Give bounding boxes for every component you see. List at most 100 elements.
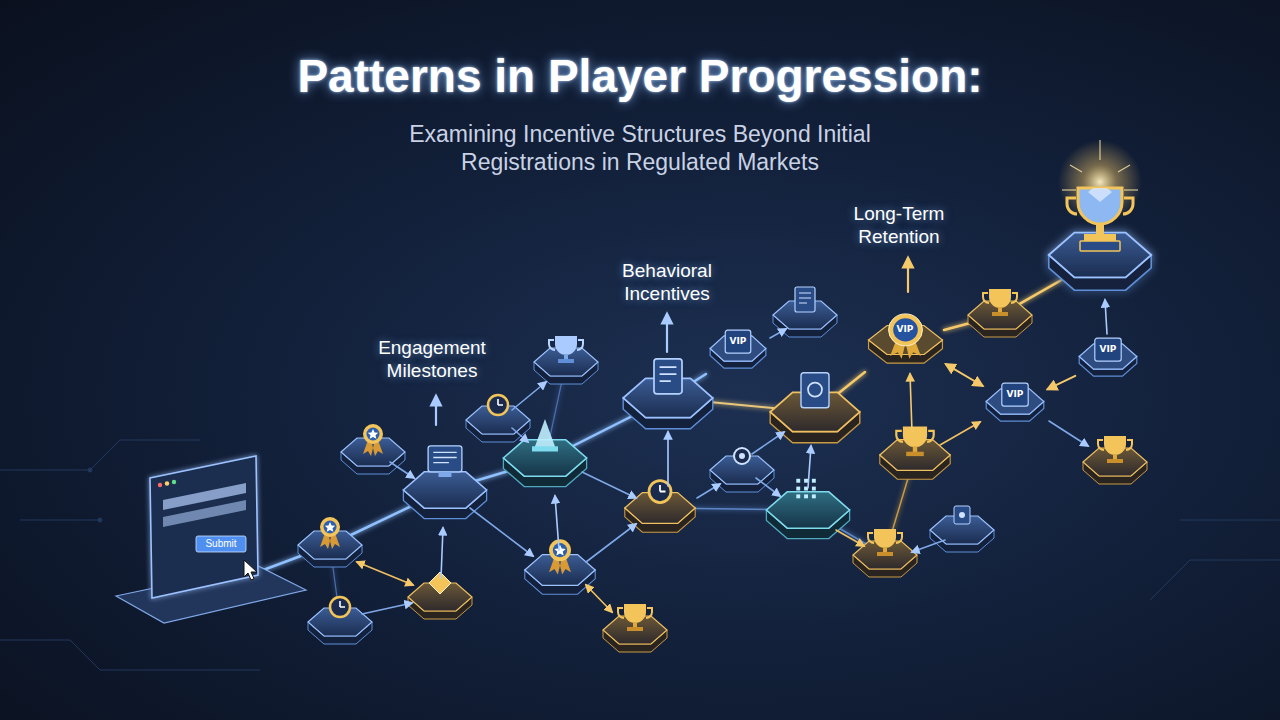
vip-card-tile: VIP [985, 382, 1045, 428]
goal-trophy [1062, 189, 1076, 190]
stage-label: Engagement Milestones [352, 336, 512, 382]
connector-arrow [946, 364, 982, 385]
vip-medal-tile: VIP [867, 311, 944, 369]
progression-tile [535, 419, 556, 448]
laptop-icon [196, 536, 246, 552]
goal-trophy [1070, 165, 1082, 172]
goal-trophy [1088, 188, 1112, 202]
progression-tile [896, 426, 933, 456]
vip-medal-tile [888, 314, 922, 346]
circuit-decoration [0, 440, 1280, 670]
progression-tile [804, 494, 808, 498]
direction-arrow [667, 432, 669, 486]
circuit-decoration [20, 520, 100, 521]
vip-card-tile [1078, 337, 1138, 383]
direction-arrow [1049, 421, 1088, 446]
tile-text: VIP [730, 336, 747, 347]
goal-trophy [1067, 188, 1133, 251]
direction-arrow [808, 446, 811, 488]
direction-arrow [362, 603, 412, 614]
progression-tile [880, 426, 950, 479]
progression-tile [654, 359, 682, 394]
laptop-icon [158, 483, 162, 487]
progression-tile [808, 383, 822, 397]
progression-tile [812, 479, 816, 483]
laptop-icon [165, 481, 169, 485]
direction-arrow [357, 562, 413, 585]
progression-tile [439, 472, 452, 477]
direction-arrow [586, 585, 612, 612]
progression-tile [363, 424, 383, 456]
direction-arrow [770, 329, 786, 338]
progression-tile [532, 446, 558, 451]
goal-trophy [1058, 140, 1142, 224]
vip-card-tile [985, 382, 1045, 428]
progression-tile [428, 446, 462, 472]
diagram-title: Patterns in Player Progression: [0, 48, 1280, 104]
progression-tile [796, 479, 816, 499]
circuit-decoration [98, 518, 102, 522]
direction-arrow [555, 496, 559, 550]
progression-tile [330, 597, 350, 617]
progression-tile [959, 512, 965, 518]
progression-tile [503, 419, 586, 487]
progression-tile [618, 604, 652, 631]
progression-tile [734, 448, 750, 464]
cursor-icon [244, 560, 257, 580]
progression-tile [801, 373, 829, 408]
circuit-decoration [1150, 560, 1280, 600]
direction-arrow [697, 484, 720, 498]
vip-card-tile [1095, 338, 1121, 361]
connector-arrow [1048, 376, 1076, 389]
tile-text: VIP [1100, 344, 1117, 355]
flow-line [258, 258, 1100, 620]
laptop-icon [163, 500, 246, 527]
direction-arrow [940, 422, 980, 445]
progression-tile [549, 336, 583, 363]
progression-tile [298, 287, 1147, 652]
goal-trophy [1124, 189, 1138, 190]
progression-tile [503, 440, 586, 487]
circuit-decoration [0, 440, 200, 470]
progression-tile [623, 359, 713, 429]
progression-tile [488, 395, 508, 415]
circuit-decoration [0, 640, 260, 670]
progression-tile [954, 506, 970, 524]
direction-arrow [1105, 300, 1107, 334]
stage-label: Behavioral Incentives [592, 259, 742, 305]
direction-arrow [912, 540, 945, 552]
vip-medal-tile [867, 311, 944, 369]
progression-tile [766, 492, 849, 539]
button-label: Submit [196, 536, 246, 552]
vip-card-tile [725, 330, 751, 353]
direction-arrow [666, 314, 668, 352]
vip-card-tile: VIP [1078, 337, 1138, 383]
tile-text: VIP [1007, 389, 1024, 400]
direction-arrow [836, 530, 864, 546]
progression-tile [795, 287, 815, 312]
laptop-icon [150, 456, 258, 598]
stage-label: Long-Term Retention [819, 202, 979, 248]
circuit-decoration [88, 468, 92, 472]
circuit-decoration [1180, 520, 1280, 521]
direction-arrow [756, 478, 780, 496]
goal-trophy [1118, 165, 1130, 172]
subtitle: Examining Incentive Structures Beyond In… [340, 120, 940, 176]
progression-tile [320, 517, 340, 549]
direction-arrow [470, 508, 533, 556]
goal-trophy [1062, 140, 1138, 190]
progression-tile [812, 487, 816, 491]
progression-tile [796, 487, 800, 491]
vip-card-tile [1002, 383, 1028, 406]
progression-tile [812, 494, 816, 498]
progression-tile [796, 494, 800, 498]
connector-arrow [946, 364, 982, 385]
direction-arrow [512, 428, 528, 442]
direction-arrow [357, 258, 1107, 614]
goal-trophy [1049, 233, 1151, 291]
direction-arrow [910, 374, 912, 432]
vip-medal-tile [893, 318, 918, 341]
progression-tile [739, 453, 745, 459]
goal-trophy [1049, 140, 1151, 290]
